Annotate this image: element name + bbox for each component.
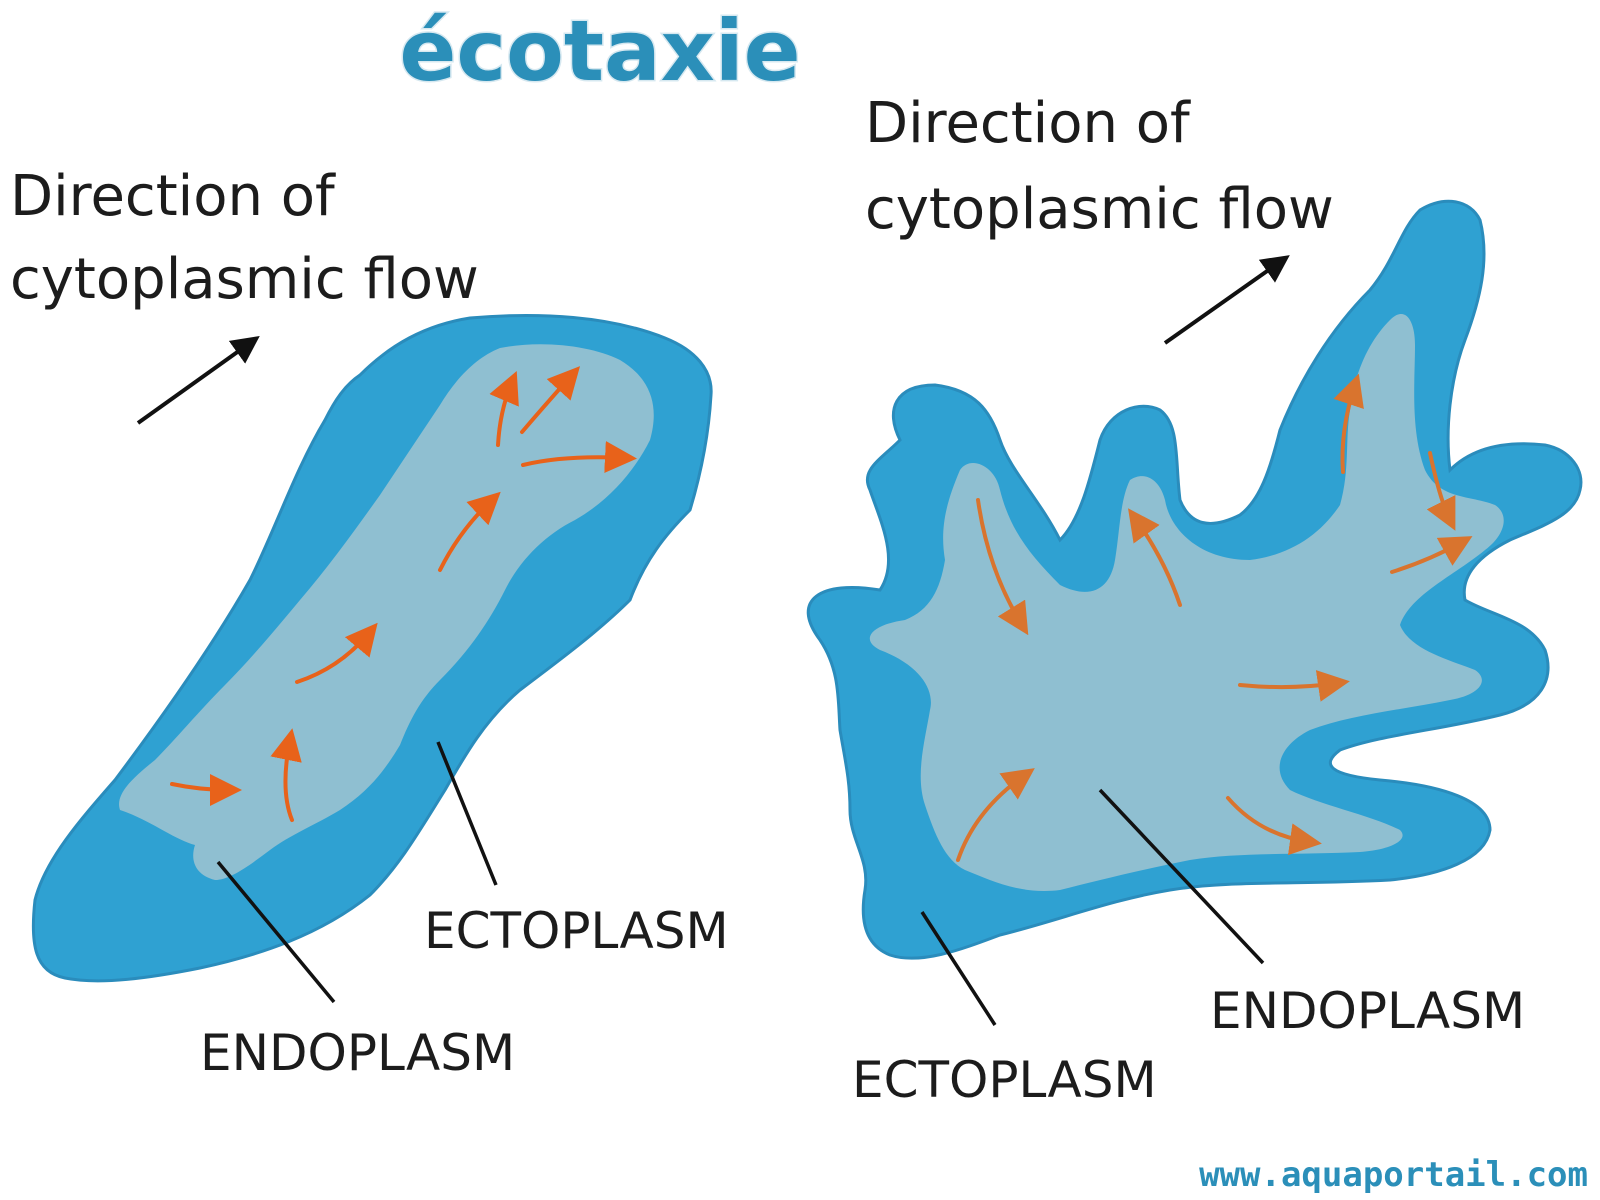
right-direction-line1: Direction of bbox=[865, 91, 1191, 156]
left-direction-line1: Direction of bbox=[10, 164, 336, 229]
right-flow-arrow bbox=[1390, 536, 1473, 574]
right-flow-arrow bbox=[1226, 796, 1322, 856]
right-flow-arrow bbox=[976, 498, 1029, 636]
watermark-url: www.aquaportail.com bbox=[1199, 1155, 1588, 1195]
left-flow-arrow bbox=[270, 728, 302, 822]
left-direction-arrow bbox=[136, 336, 260, 425]
right-ectoplasm-leader bbox=[920, 911, 997, 1026]
left-flow-arrow bbox=[295, 622, 378, 684]
right-direction-arrow bbox=[1163, 255, 1290, 345]
left-flow-arrow bbox=[438, 491, 501, 572]
right-flow-arrow bbox=[1238, 670, 1350, 702]
left-flow-arrow bbox=[170, 773, 242, 806]
right-endoplasm-shape bbox=[869, 314, 1504, 891]
left-ectoplasm-leader bbox=[436, 741, 498, 886]
left-flow-arrow bbox=[489, 370, 519, 447]
right-cell: Direction of cytoplasmic flow ENDOPLASM … bbox=[806, 91, 1583, 1109]
right-flow-arrow bbox=[1333, 373, 1364, 474]
left-direction-line2: cytoplasmic flow bbox=[10, 247, 479, 312]
page-title: écotaxie bbox=[399, 2, 800, 100]
right-flow-arrow bbox=[1426, 451, 1456, 531]
right-ectoplasm-label: ECTOPLASM bbox=[852, 1051, 1157, 1109]
right-flow-arrow bbox=[956, 768, 1035, 862]
left-cell: Direction of cytoplasmic flow ECTOPLASM … bbox=[10, 164, 729, 1082]
left-ectoplasm-label: ECTOPLASM bbox=[424, 902, 729, 960]
left-endoplasm-shape bbox=[119, 344, 654, 880]
left-endoplasm-label: ENDOPLASM bbox=[200, 1024, 515, 1082]
right-endoplasm-leader bbox=[1098, 788, 1265, 965]
right-endoplasm-label: ENDOPLASM bbox=[1210, 982, 1525, 1040]
left-endoplasm-leader bbox=[216, 860, 336, 1004]
right-direction-line2: cytoplasmic flow bbox=[865, 177, 1334, 242]
right-flow-arrow bbox=[1128, 508, 1182, 607]
left-flow-arrow bbox=[521, 441, 637, 473]
left-flow-arrow bbox=[520, 366, 581, 434]
